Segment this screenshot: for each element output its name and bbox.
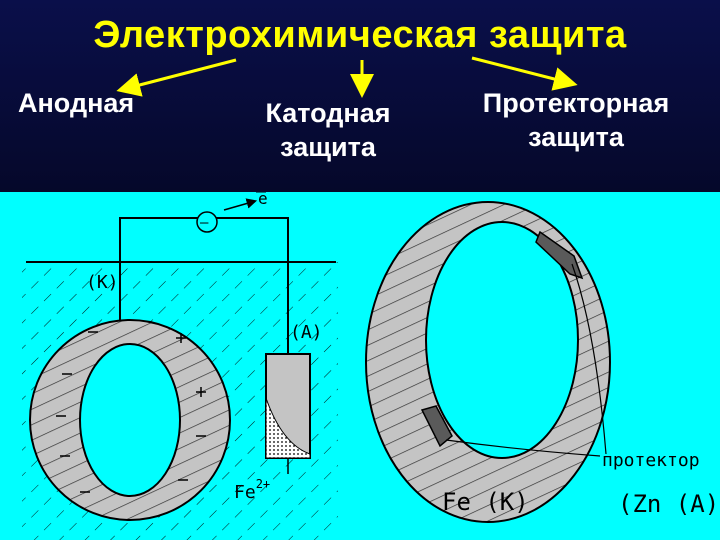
arrow-to-anodic bbox=[116, 58, 237, 97]
protector-material-label: (Zn (A)) bbox=[618, 490, 720, 518]
label-protector-line1: Протекторная bbox=[482, 88, 670, 118]
charge-marks bbox=[56, 331, 206, 493]
label-cathodic-line1: Катодная bbox=[265, 98, 391, 128]
electron-arrow bbox=[223, 198, 258, 211]
cathode-label: (K) bbox=[86, 272, 119, 293]
slide-title: Электрохимическая защита bbox=[93, 14, 627, 56]
label-protector: Протекторная защита bbox=[450, 86, 702, 154]
protector-label: протектор bbox=[602, 450, 700, 471]
diagrams: — e (K) (A) Fe2+ bbox=[22, 192, 720, 540]
arrow-to-protector bbox=[471, 56, 578, 91]
electron-label: e bbox=[258, 192, 268, 208]
label-anodic: Анодная bbox=[18, 88, 135, 118]
protected-ring-hole bbox=[425, 221, 579, 459]
ion-charge: 2+ bbox=[256, 477, 270, 491]
label-cathodic: Катодная защита bbox=[248, 96, 408, 164]
protector-plate-bottom bbox=[420, 405, 453, 448]
anode-label: (A) bbox=[290, 322, 323, 343]
pipe-label: Fe (K) bbox=[442, 488, 529, 516]
cathodic-diagram: — e (K) (A) Fe2+ bbox=[22, 192, 338, 540]
ion-label: Fe2+ bbox=[234, 477, 270, 503]
svg-text:—: — bbox=[200, 215, 209, 231]
label-protector-line2: защита bbox=[528, 122, 624, 152]
power-source bbox=[196, 211, 218, 233]
protector-diagram: Fe (K) протектор (Zn (A)) bbox=[365, 201, 720, 523]
protector-leader-bottom bbox=[445, 439, 601, 457]
anode-dissolution bbox=[265, 397, 311, 459]
title-arrows bbox=[116, 56, 578, 98]
label-cathodic-line2: защита bbox=[280, 132, 376, 162]
protector-leader-top bbox=[571, 263, 607, 455]
pipe-hole bbox=[79, 343, 181, 497]
